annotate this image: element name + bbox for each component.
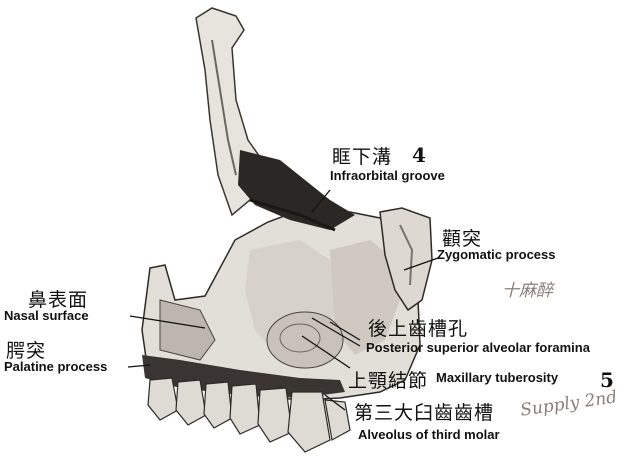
label-third-molar-en: Alveolus of third molar xyxy=(358,427,500,442)
teeth-row xyxy=(147,377,351,453)
label-zygomatic-en: Zygomatic process xyxy=(437,247,556,262)
label-third-molar-cn: 第三大臼齒齒槽 xyxy=(354,402,495,424)
label-tuberosity-en: Maxillary tuberosity xyxy=(436,370,559,385)
zygomatic-process-shape xyxy=(379,207,433,312)
infraorbital-groove-shape xyxy=(238,150,355,230)
label-infraorbital-cn: 眶下溝 xyxy=(332,146,393,168)
label-palatine-en: Palatine process xyxy=(4,359,108,374)
label-tuberosity-number: 5 xyxy=(600,368,614,392)
label-infraorbital-en: Infraorbital groove xyxy=(330,168,445,183)
label-infraorbital-number: 4 xyxy=(412,143,426,167)
label-posterior-alveolar-cn: 後上齒槽孔 xyxy=(368,318,469,340)
label-palatine-cn: 腭突 xyxy=(6,340,47,362)
handwritten-note-top: 十麻醉 xyxy=(502,281,553,301)
label-zygomatic-cn: 顴突 xyxy=(442,228,483,250)
label-posterior-alveolar-en: Posterior superior alveolar foramina xyxy=(366,340,590,355)
leader-lines xyxy=(127,189,439,411)
label-tuberosity-cn: 上顎結節 xyxy=(348,370,429,392)
label-nasal-cn: 鼻表面 xyxy=(28,289,89,311)
label-nasal-en: Nasal surface xyxy=(4,308,89,323)
